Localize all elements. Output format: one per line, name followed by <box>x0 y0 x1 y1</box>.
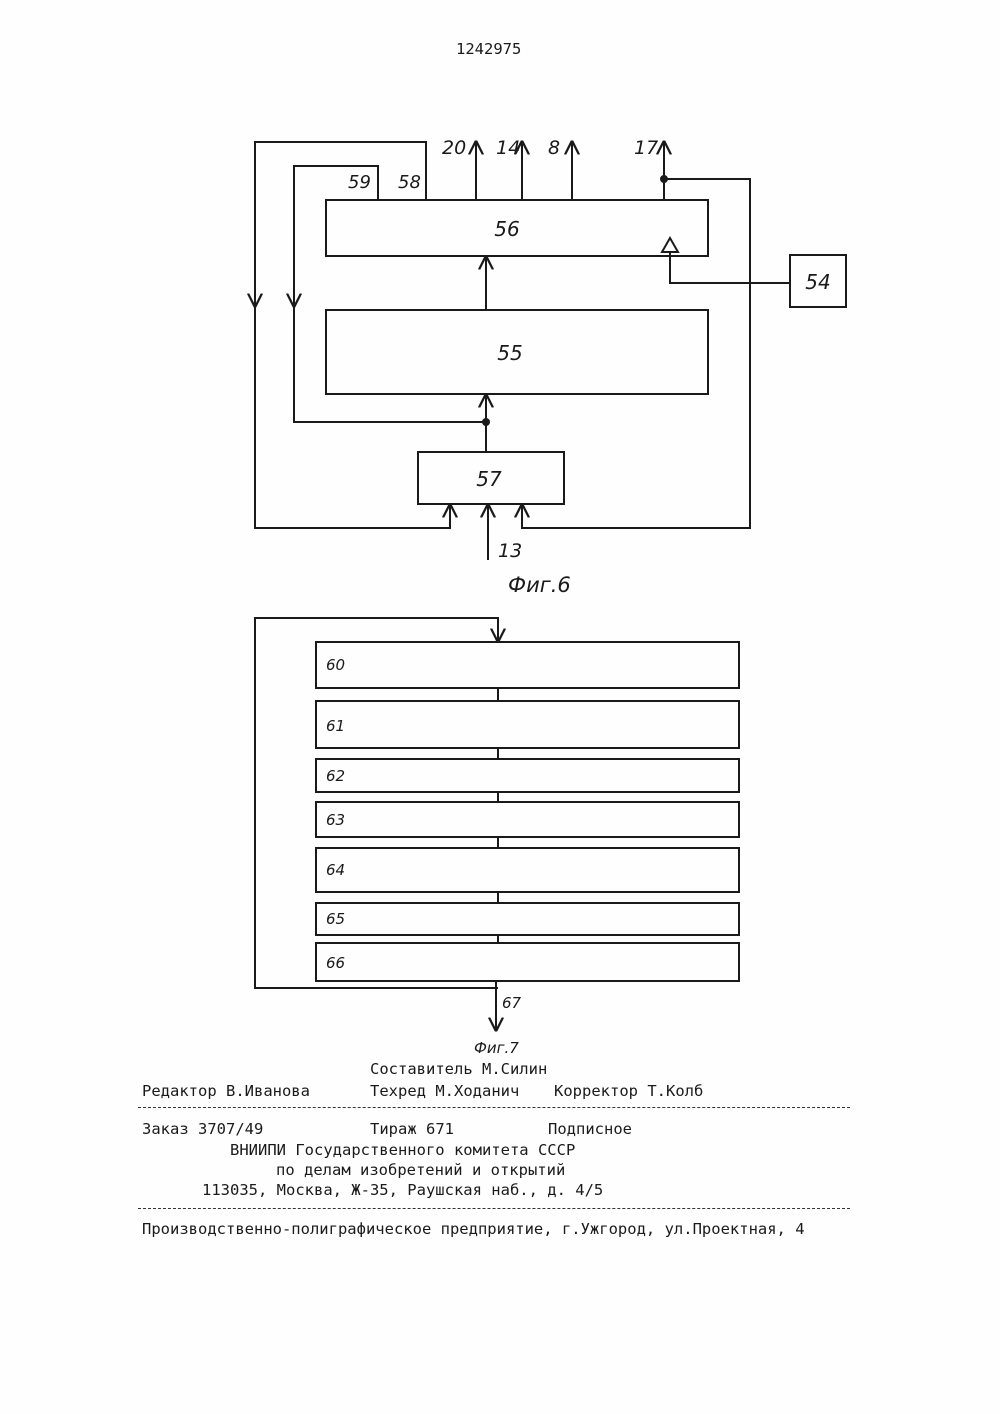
port-58-label: 58 <box>398 172 421 193</box>
label-57: 57 <box>476 467 502 491</box>
fig7-row-62 <box>316 759 739 792</box>
compiler-line: Составитель М.Силин <box>370 1060 547 1078</box>
output-14-label: 14 <box>496 137 520 159</box>
fig7-row-61 <box>316 701 739 748</box>
feedback-17-line <box>522 179 750 528</box>
printer-line: Производственно-полиграфическое предприя… <box>142 1220 805 1238</box>
order-line: Заказ 3707/49 <box>142 1120 263 1138</box>
fig7-label-65: 65 <box>326 910 345 928</box>
corrector-line: Корректор Т.Колб <box>554 1082 703 1100</box>
fig6-diagram <box>255 142 846 560</box>
fig7-caption: Фиг.7 <box>474 1039 519 1057</box>
circulation-line: Тираж 671 <box>370 1120 454 1138</box>
label-55: 55 <box>497 341 522 365</box>
techred-line: Техред М.Ходанич <box>370 1082 519 1100</box>
output-20-label: 20 <box>442 137 466 159</box>
label-54: 54 <box>805 270 830 294</box>
fig7-label-64: 64 <box>326 861 345 879</box>
fig7-row-63 <box>316 802 739 837</box>
clock-input-triangle <box>662 238 678 252</box>
divider-dashed <box>138 1208 850 1209</box>
fig7-row-64 <box>316 848 739 892</box>
fig7-label-63: 63 <box>326 811 345 829</box>
fig7-label-66: 66 <box>326 954 345 972</box>
editor-line: Редактор В.Иванова <box>142 1082 310 1100</box>
address-line: 113035, Москва, Ж-35, Раушская наб., д. … <box>202 1181 603 1199</box>
divider-dashed <box>138 1107 850 1108</box>
org-line-1: ВНИИПИ Государственного комитета СССР <box>230 1141 575 1159</box>
fig7-label-61: 61 <box>326 717 345 735</box>
port-59-label: 59 <box>348 172 371 193</box>
fig7-label-60: 60 <box>326 656 345 674</box>
feedback-59-line <box>294 166 486 422</box>
input-13-label: 13 <box>498 540 522 562</box>
fig7-row-66 <box>316 943 739 981</box>
fig7-label-62: 62 <box>326 767 345 785</box>
fig6-caption: Фиг.6 <box>508 573 571 597</box>
subscription-line: Подписное <box>548 1120 632 1138</box>
fig7-output-label: 67 <box>502 994 522 1012</box>
output-17-label: 17 <box>634 137 658 159</box>
fig7-row-60 <box>316 642 739 688</box>
fig7-labels: 60 61 62 63 64 65 66 67 Фиг.7 <box>326 656 522 1057</box>
org-line-2: по делам изобретений и открытий <box>276 1161 565 1179</box>
fig7-row-65 <box>316 903 739 935</box>
output-8-label: 8 <box>548 137 560 159</box>
label-56: 56 <box>494 217 519 241</box>
